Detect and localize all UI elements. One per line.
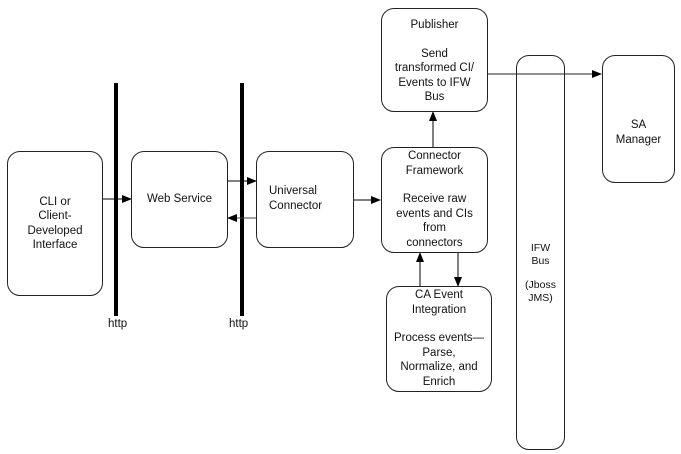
node-publisher-title: Publisher xyxy=(410,19,459,31)
node-publisher-description: Send transformed CI/ Events to IFW Bus xyxy=(394,47,475,104)
node-ca-event-integration-description: Process events— Parse, Normalize, and En… xyxy=(393,332,485,388)
node-connector-framework-description: Receive raw events and CIs from connecto… xyxy=(396,193,473,249)
node-ifw-bus[interactable]: IFW Bus (Jboss JMS) xyxy=(516,55,565,450)
node-publisher[interactable]: Publisher Send transformed CI/ Events to… xyxy=(381,8,488,112)
node-connector-framework[interactable]: Connector Framework Receive raw events a… xyxy=(381,147,488,253)
http-label-2: http xyxy=(229,318,249,330)
node-ifw-bus-title: IFW Bus xyxy=(530,242,551,267)
node-web-service[interactable]: Web Service xyxy=(131,151,228,248)
node-ca-event-integration-title: CA Event Integration xyxy=(411,289,467,316)
node-cli[interactable]: CLI or Client- Developed Interface xyxy=(7,151,103,296)
node-sa-manager-title: SA Manager xyxy=(615,119,662,146)
node-connector-framework-title: Connector Framework xyxy=(405,150,464,177)
node-universal-connector[interactable]: Universal Connector xyxy=(256,151,354,248)
node-web-service-title: Web Service xyxy=(147,193,212,205)
node-sa-manager[interactable]: SA Manager xyxy=(602,55,675,183)
node-ca-event-integration[interactable]: CA Event Integration Process events— Par… xyxy=(386,286,492,392)
http-label-1: http xyxy=(108,318,128,330)
node-cli-title: CLI or Client- Developed Interface xyxy=(27,195,83,252)
node-universal-connector-title: Universal Connector xyxy=(269,185,323,212)
node-ifw-bus-description: (Jboss JMS) xyxy=(525,279,556,304)
